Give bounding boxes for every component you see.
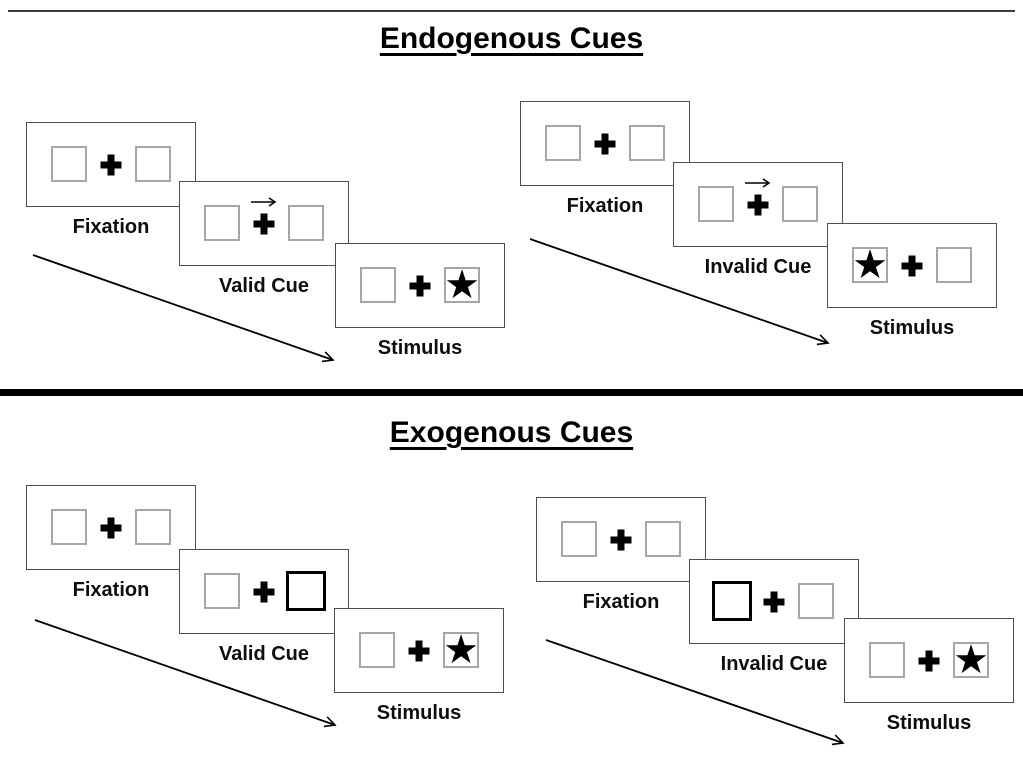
fixation-cross-icon bbox=[763, 591, 785, 612]
panel-label: Fixation bbox=[566, 195, 644, 217]
right-placeholder-box bbox=[629, 125, 665, 161]
timeline-arrow bbox=[34, 619, 337, 728]
right-stimulus-box: ★ bbox=[444, 262, 480, 308]
right-placeholder-box bbox=[798, 583, 834, 619]
invalid-cue-panel: Invalid Cue bbox=[689, 559, 859, 675]
panel-label: Fixation bbox=[72, 216, 150, 238]
panel-label: Fixation bbox=[72, 579, 150, 601]
star-stimulus-icon: ★ bbox=[443, 627, 479, 673]
right-placeholder-box bbox=[288, 205, 324, 241]
star-stimulus-icon: ★ bbox=[444, 262, 480, 308]
left-placeholder-box bbox=[545, 125, 581, 161]
fixation-cross-icon bbox=[100, 154, 122, 175]
panel-label: Stimulus bbox=[377, 337, 463, 359]
valid-cue-panel: Valid Cue bbox=[179, 549, 349, 665]
invalid-cue-panel: Invalid Cue bbox=[673, 162, 843, 278]
panel-label: Stimulus bbox=[869, 317, 955, 339]
left-placeholder-box bbox=[561, 521, 597, 557]
right-arrow-cue-icon bbox=[745, 178, 771, 188]
left-stimulus-box: ★ bbox=[852, 242, 888, 288]
panel-label: Invalid Cue bbox=[704, 256, 812, 278]
stimulus-panel: ★ Stimulus bbox=[844, 618, 1014, 734]
left-placeholder-box bbox=[698, 186, 734, 222]
left-placeholder-box bbox=[869, 642, 905, 678]
right-placeholder-box bbox=[936, 247, 972, 283]
timeline-arrow bbox=[529, 238, 830, 346]
fixation-cross-icon bbox=[253, 213, 275, 234]
fixation-cross-icon bbox=[408, 640, 430, 661]
timeline-arrow bbox=[545, 639, 845, 746]
right-stimulus-box: ★ bbox=[953, 637, 989, 683]
left-placeholder-box bbox=[204, 205, 240, 241]
left-placeholder-box bbox=[51, 146, 87, 182]
bold-cue-box bbox=[286, 571, 326, 611]
left-placeholder-box bbox=[359, 632, 395, 668]
fixation-cross-icon bbox=[747, 194, 769, 215]
star-stimulus-icon: ★ bbox=[953, 637, 989, 683]
panel-label: Fixation bbox=[582, 591, 660, 613]
endogenous-section-title: Endogenous Cues bbox=[0, 22, 1023, 56]
fixation-panel: Fixation bbox=[26, 485, 196, 601]
section-divider bbox=[0, 389, 1023, 396]
fixation-cross-icon bbox=[901, 255, 923, 276]
panel-label: Invalid Cue bbox=[720, 653, 828, 675]
right-placeholder-box bbox=[135, 146, 171, 182]
right-stimulus-box: ★ bbox=[443, 627, 479, 673]
left-placeholder-box bbox=[51, 509, 87, 545]
fixation-cross-icon bbox=[253, 581, 275, 602]
bold-cue-box bbox=[712, 581, 752, 621]
timeline-arrow bbox=[32, 254, 335, 363]
fixation-cross-icon bbox=[100, 517, 122, 538]
star-stimulus-icon: ★ bbox=[852, 242, 888, 288]
fixation-cross-icon bbox=[594, 133, 616, 154]
panel-label: Valid Cue bbox=[218, 643, 310, 665]
stimulus-panel: ★ Stimulus bbox=[334, 608, 504, 724]
exogenous-section-title: Exogenous Cues bbox=[0, 416, 1023, 450]
left-placeholder-box bbox=[360, 267, 396, 303]
right-arrow-cue-icon bbox=[251, 197, 277, 207]
fixation-cross-icon bbox=[409, 275, 431, 296]
top-rule bbox=[8, 10, 1015, 12]
stimulus-panel: ★ Stimulus bbox=[827, 223, 997, 339]
panel-label: Stimulus bbox=[376, 702, 462, 724]
panel-label: Stimulus bbox=[886, 712, 972, 734]
fixation-panel: Fixation bbox=[536, 497, 706, 613]
exogenous-title-text: Exogenous Cues bbox=[389, 416, 634, 449]
right-placeholder-box bbox=[782, 186, 818, 222]
fixation-cross-icon bbox=[918, 650, 940, 671]
fixation-cross-icon bbox=[610, 529, 632, 550]
fixation-panel: Fixation bbox=[520, 101, 690, 217]
panel-label: Valid Cue bbox=[218, 275, 310, 297]
right-placeholder-box bbox=[135, 509, 171, 545]
right-placeholder-box bbox=[645, 521, 681, 557]
endogenous-title-text: Endogenous Cues bbox=[379, 22, 644, 55]
stimulus-panel: ★ Stimulus bbox=[335, 243, 505, 359]
valid-cue-panel: Valid Cue bbox=[179, 181, 349, 297]
left-placeholder-box bbox=[204, 573, 240, 609]
fixation-panel: Fixation bbox=[26, 122, 196, 238]
